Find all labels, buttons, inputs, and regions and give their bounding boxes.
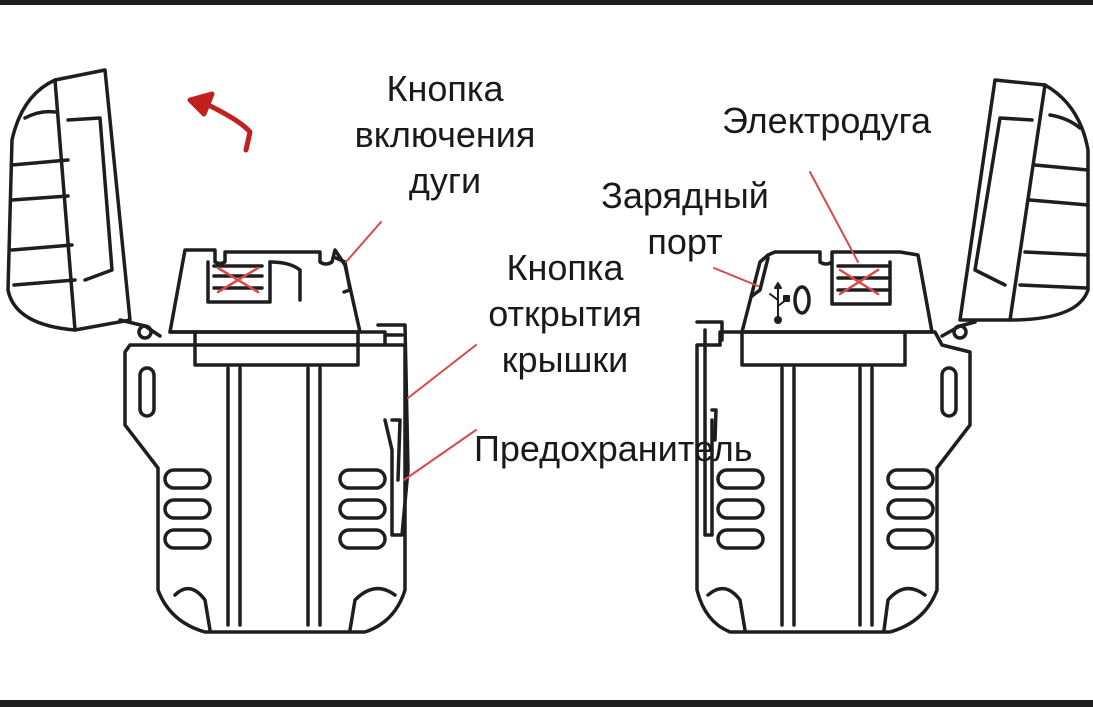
- right-pointer-lines: [713, 171, 859, 287]
- usb-icon: [769, 282, 790, 324]
- label-safety: Предохранитель: [474, 428, 753, 469]
- red-curved-arrow-icon: [187, 91, 253, 153]
- left-lighter: [6, 68, 477, 634]
- label-arc-button-line2: включения: [354, 114, 536, 155]
- label-charging-port-line1: Зарядный: [601, 175, 769, 216]
- top-border: [0, 0, 1093, 5]
- left-lighter-body: [123, 323, 410, 634]
- label-arc-button-line1: Кнопка: [386, 68, 504, 109]
- left-lighter-lid: [6, 68, 162, 340]
- right-lighter: [695, 78, 1090, 634]
- label-arc-button-line3: дуги: [408, 160, 482, 201]
- label-lid-button-line1: Кнопка: [506, 247, 624, 288]
- left-arc-electrodes: [216, 266, 260, 294]
- label-lid-button: Кнопка открытия крышки: [455, 245, 675, 383]
- right-arc-electrodes: [838, 268, 880, 296]
- label-electric-arc: Электродуга: [722, 100, 931, 141]
- right-lighter-body: [695, 320, 972, 634]
- right-lighter-lid: [940, 78, 1090, 340]
- left-pointer-lines: [345, 221, 477, 481]
- label-arc-button: Кнопка включения дуги: [330, 66, 560, 204]
- label-lid-button-line3: крышки: [501, 339, 629, 380]
- bottom-border: [0, 700, 1093, 707]
- left-lighter-chimney: [168, 248, 362, 334]
- label-charging-port-line2: порт: [647, 221, 723, 262]
- label-lid-button-line2: открытия: [488, 293, 642, 334]
- label-charging-port: Зарядный порт: [585, 173, 785, 265]
